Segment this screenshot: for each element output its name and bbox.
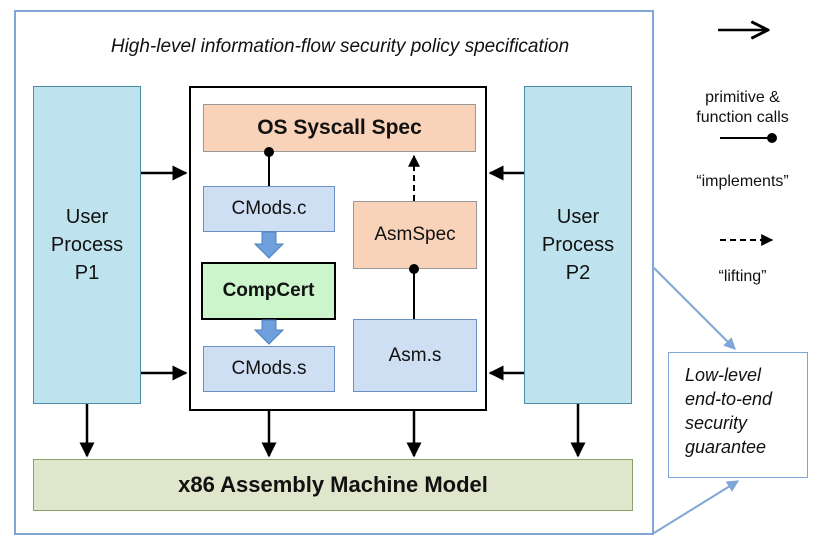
cmods-s-label: CMods.s: [231, 358, 307, 379]
x86-machine-model-box: x86 Assembly Machine Model: [33, 459, 633, 511]
user-process-p1-label: User Process P1: [50, 206, 124, 284]
compcert-label: CompCert: [222, 280, 315, 301]
cmodsc-implements-dot: [264, 147, 274, 157]
compile-arrow-1: [253, 231, 285, 259]
os-syscall-spec-label: OS Syscall Spec: [257, 116, 422, 139]
asm-s-box: Asm.s: [353, 319, 477, 392]
asmspec-label: AsmSpec: [374, 224, 456, 245]
user-process-p2-box: User Process P2: [524, 86, 632, 404]
compile-arrow-2: [253, 319, 285, 345]
legend-implements-dot-icon: [767, 133, 777, 143]
os-syscall-spec-box: OS Syscall Spec: [203, 104, 476, 152]
guarantee-connector-bottom: [653, 480, 740, 534]
diagram-title: High-level information-flow security pol…: [110, 36, 570, 57]
asms-implements-dot: [409, 264, 419, 274]
legend-calls-label: primitive & function calls: [696, 89, 789, 126]
guarantee-connector-top: [653, 267, 736, 350]
cmods-s-box: CMods.s: [203, 346, 335, 392]
legend-lifting-label: “lifting”: [718, 268, 767, 285]
legend-implements-label: “implements”: [696, 173, 789, 190]
asm-s-label: Asm.s: [388, 344, 442, 366]
guarantee-box: Low-level end-to-end security guarantee: [668, 352, 808, 478]
user-process-p2-label: User Process P2: [541, 206, 615, 284]
compcert-box: CompCert: [201, 262, 336, 320]
cmods-c-label: CMods.c: [231, 198, 307, 219]
asmspec-box: AsmSpec: [353, 201, 477, 269]
guarantee-label: Low-level end-to-end security guarantee: [685, 365, 773, 457]
x86-machine-model-label: x86 Assembly Machine Model: [178, 472, 488, 497]
user-process-p1-box: User Process P1: [33, 86, 141, 404]
